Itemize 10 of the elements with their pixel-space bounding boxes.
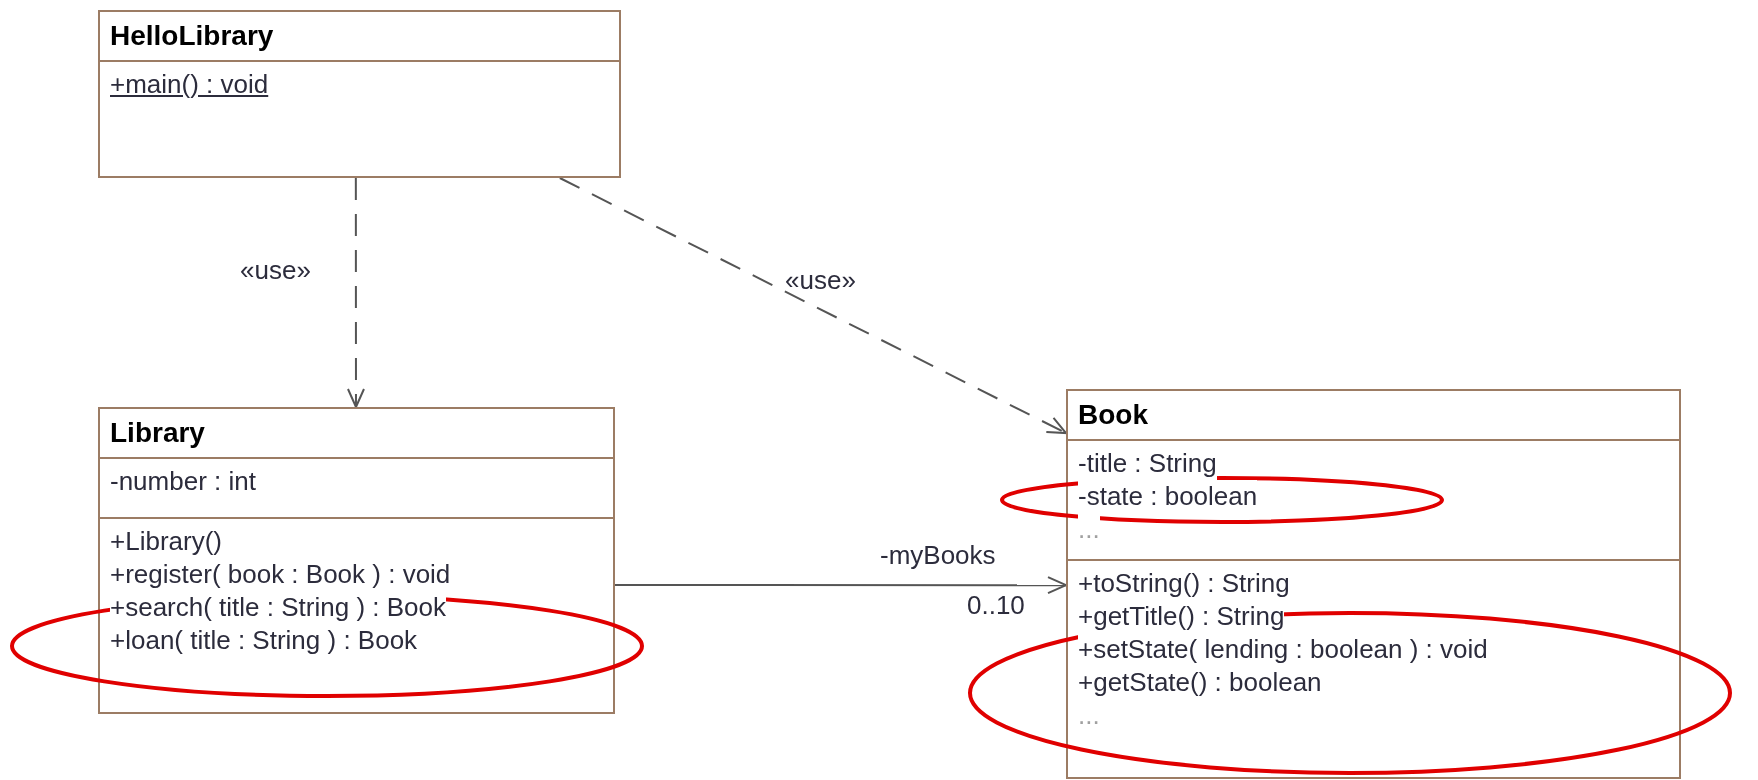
multiplicity-label: 0..10 bbox=[967, 590, 1025, 620]
edge-label: «use» bbox=[785, 265, 856, 295]
class-box bbox=[98, 10, 621, 178]
dependency-arrow bbox=[558, 177, 1067, 435]
class-box bbox=[98, 407, 615, 714]
edge-label: «use» bbox=[240, 255, 311, 285]
association-arrow bbox=[614, 576, 1067, 595]
edge-label: -myBooks bbox=[880, 540, 996, 570]
dependency-arrow bbox=[346, 177, 365, 408]
class-box bbox=[1066, 389, 1681, 779]
